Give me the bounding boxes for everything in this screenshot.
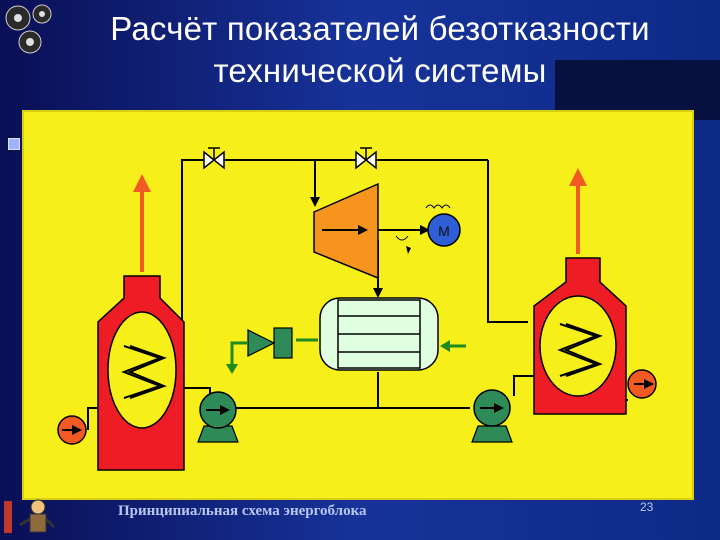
heat-exchanger-icon [557, 323, 603, 377]
motor-icon: M [395, 204, 461, 254]
pump-icon [197, 391, 239, 443]
pump-icon [471, 389, 513, 443]
valve-icon [203, 147, 225, 170]
title-line-2: технической системы [213, 52, 547, 89]
page-number: 23 [640, 500, 654, 514]
person-figure-icon [4, 499, 56, 533]
heat-exchanger-icon [121, 345, 167, 399]
ejector-icon [226, 327, 293, 374]
turbine-icon [313, 182, 379, 280]
boiler-icon [97, 174, 185, 471]
pump-icon [627, 369, 657, 399]
boiler-icon [533, 168, 627, 415]
bullet-marker [8, 138, 20, 150]
pump-icon [57, 415, 87, 445]
condenser-icon [319, 297, 439, 371]
title-line-1: Расчёт показателей безотказности [110, 10, 650, 47]
slide-title: Расчёт показателей безотказности техниче… [60, 8, 700, 92]
gear-cluster-icon [5, 4, 52, 54]
motor-label: M [438, 223, 450, 239]
diagram-caption: Принципиальная схема энергоблока [118, 503, 367, 519]
flow-arrow-icon [296, 338, 466, 352]
valve-icon [355, 147, 377, 170]
